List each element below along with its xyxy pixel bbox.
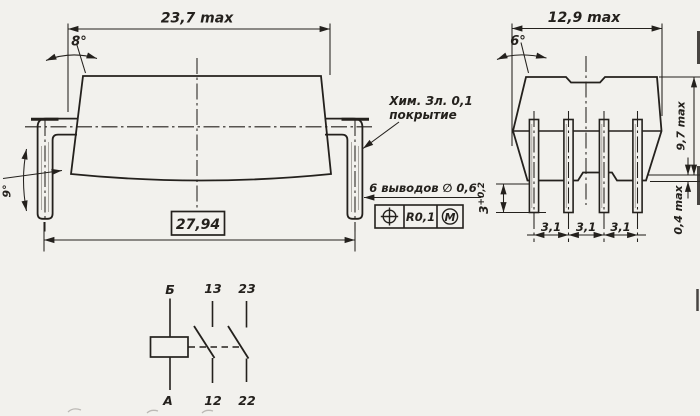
feature-control-frame: R0,1 М xyxy=(374,204,464,229)
draft-angle-end-label: 6° xyxy=(510,34,526,49)
dim-height-label: 9,7 max xyxy=(675,100,688,150)
draft-angle-side-label: 8° xyxy=(71,35,87,50)
contact2-arm xyxy=(227,325,250,359)
dim-height: 9,7 max xyxy=(648,76,700,176)
dim-draft-angle-side: 8° xyxy=(45,35,98,74)
dim-lead-length-label: 3+0,2 xyxy=(477,182,491,214)
mmc-icon: М xyxy=(441,208,459,225)
coating-leader xyxy=(362,121,400,149)
dim-pitch: 3,1 3,1 3,1 xyxy=(527,220,646,239)
relay-body-end xyxy=(512,76,663,182)
dim-span-label: 27,94 xyxy=(176,217,220,233)
end-view: 12,9 max 6° 9,7 max 0,4 max 3+0,2 xyxy=(477,10,700,242)
coating-note-line2: покрытие xyxy=(389,108,457,122)
left-lead xyxy=(36,117,77,220)
dim-width-side-label: 23,7 max xyxy=(161,11,234,27)
pitch-label-3: 3,1 xyxy=(610,220,630,234)
leads-note: 6 выводов ∅ 0,6 xyxy=(369,181,477,195)
annotations: Хим. Зл. 0,1 покрытие 6 выводов ∅ 0,6 R0… xyxy=(362,94,481,229)
svg-text:М: М xyxy=(445,211,456,224)
dim-lead-length: 3+0,2 xyxy=(477,182,546,214)
tolerance-value-label: R0,1 xyxy=(406,210,435,224)
lead-angle-label: 9° xyxy=(1,184,14,197)
dim-span: 27,94 xyxy=(43,210,356,252)
side-view: 23,7 max 8° 9° 27,94 xyxy=(1,11,372,252)
terminal-contact2-bottom: 22 xyxy=(238,393,255,408)
dim-lead-angle: 9° xyxy=(1,148,63,212)
pitch-label-1: 3,1 xyxy=(541,220,561,234)
terminal-contact1-bottom: 12 xyxy=(204,393,221,408)
dim-draft-angle-end: 6° xyxy=(496,34,547,74)
right-lead xyxy=(325,117,364,220)
boxed-dim-frame xyxy=(170,210,226,236)
contact1-arm xyxy=(193,325,216,359)
terminal-coil-bottom: А xyxy=(162,393,173,408)
terminal-contact2-top: 23 xyxy=(238,281,255,296)
dim-width-end-label: 12,9 max xyxy=(548,10,621,26)
dim-width-side: 23,7 max xyxy=(67,11,331,112)
terminal-contact1-top: 13 xyxy=(204,281,221,296)
terminal-coil-top: Б xyxy=(165,282,175,297)
pitch-label-2: 3,1 xyxy=(576,220,596,234)
position-tolerance-icon xyxy=(380,207,399,226)
dim-width-end: 12,9 max xyxy=(511,10,663,146)
dim-standoff-label: 0,4 max xyxy=(672,184,685,234)
scan-artifacts xyxy=(67,31,700,414)
dim-standoff: 0,4 max xyxy=(650,157,700,235)
coating-note-line1: Хим. Зл. 0,1 xyxy=(388,94,473,108)
schematic: Б 13 23 А 12 22 xyxy=(149,281,256,408)
coil-symbol xyxy=(149,336,189,358)
relay-body-side xyxy=(69,75,332,182)
